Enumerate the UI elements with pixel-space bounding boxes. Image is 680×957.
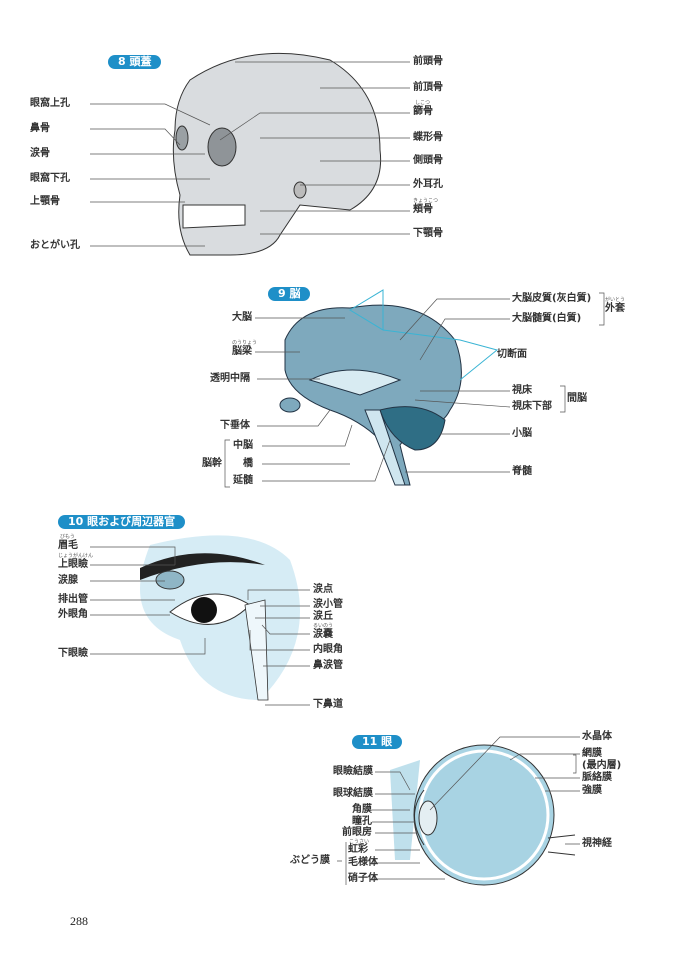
ruby-gaito: がいとう: [605, 297, 626, 303]
ruby-ruino: るいのう: [313, 623, 334, 629]
label-eyebrow: 眉毛: [58, 540, 78, 551]
brain-illustration: [279, 304, 462, 486]
label-pallium: 外套: [605, 303, 625, 314]
label-lens: 水晶体: [582, 731, 612, 742]
label-iris: 虹彩: [348, 844, 368, 855]
label-pupil: 瞳孔: [352, 816, 372, 827]
label-cerebral-cortex: 大脳皮質(灰白質): [512, 293, 592, 304]
label-excretory-duct: 排出管: [58, 594, 88, 605]
section-title-skull: 8 頭蓋: [108, 55, 162, 69]
label-lacrimal-punctum: 涙点: [313, 584, 333, 595]
label-medial-canthus: 内眼角: [313, 644, 343, 655]
label-innermost-layer: (最内層): [582, 760, 622, 771]
label-infraorbital-foramen: 眼窩下孔: [30, 173, 70, 184]
label-cerebrum: 大脳: [232, 312, 252, 323]
label-frontal-bone: 前頭骨: [413, 56, 443, 67]
label-pons: 橋: [243, 458, 253, 469]
label-ethmoid-bone: 篩骨: [413, 106, 433, 117]
label-inferior-meatus: 下鼻道: [313, 699, 343, 710]
label-nasal-bone: 鼻骨: [30, 123, 50, 134]
label-lacrimal-caruncle: 涙丘: [313, 611, 333, 622]
label-sphenoid-bone: 蝶形骨: [413, 132, 443, 143]
label-corpus-callosum: 脳梁: [232, 346, 252, 357]
label-midbrain: 中脳: [233, 440, 253, 451]
label-optic-nerve: 視神経: [582, 838, 612, 849]
label-temporal-bone: 側頭骨: [413, 155, 443, 166]
label-mandible: 下顎骨: [413, 228, 443, 239]
ruby-kosai: こうさい: [349, 839, 370, 845]
label-lacrimal-bone: 涙骨: [30, 148, 50, 159]
label-ciliary-body: 毛様体: [348, 857, 378, 868]
label-palpebral-conjunctiva: 眼瞼結膜: [333, 766, 373, 777]
label-mental-foramen: おとがい孔: [30, 240, 80, 251]
label-sclera: 強膜: [582, 785, 602, 796]
label-nasolacrimal-duct: 鼻涙管: [313, 660, 343, 671]
label-anterior-chamber: 前眼房: [342, 827, 372, 838]
section-title-eyeball: 11 眼: [352, 735, 403, 749]
label-brainstem: 脳幹: [202, 458, 222, 469]
label-upper-eyelid: 上眼瞼: [58, 559, 88, 570]
label-retina: 網膜: [582, 748, 602, 759]
label-cornea: 角膜: [352, 804, 372, 815]
label-medulla: 延髄: [233, 475, 253, 486]
ruby-jogan: じょうがんけん: [58, 553, 94, 559]
label-cut-surface: 切断面: [497, 349, 527, 360]
eyebrow: [140, 553, 265, 580]
section-title-brain: 9 脳: [268, 287, 311, 301]
label-diencephalon: 間脳: [567, 393, 587, 404]
label-cerebellum: 小脳: [512, 428, 532, 439]
label-bulbar-conjunctiva: 眼球結膜: [333, 788, 373, 799]
label-lower-eyelid: 下眼瞼: [58, 648, 88, 659]
label-choroid: 脈絡膜: [582, 772, 612, 783]
page-number: 288: [70, 914, 88, 928]
label-maxilla: 上顎骨: [30, 196, 60, 207]
label-lacrimal-gland: 涙腺: [58, 575, 78, 586]
label-septum-pellucidum: 透明中隔: [210, 373, 250, 384]
skull-illustration: [172, 52, 382, 256]
label-hypothalamus: 視床下部: [512, 401, 552, 412]
label-cerebral-medulla: 大脳髄質(白質): [512, 313, 582, 324]
lacrimal-gland: [155, 570, 185, 590]
label-zygomatic-bone: 頬骨: [413, 204, 433, 215]
label-supraorbital-foramen: 眼窩上孔: [30, 98, 70, 109]
label-parietal-bone: 前頂骨: [413, 82, 443, 93]
ruby-shikotsu: しこつ: [415, 100, 431, 106]
ruby-kyokotsu: きょうこつ: [413, 198, 439, 204]
label-spinal-cord: 脊髄: [512, 466, 532, 477]
label-lacrimal-sac: 涙嚢: [313, 629, 333, 640]
label-lacrimal-canaliculus: 涙小管: [313, 599, 343, 610]
label-external-acoustic-meatus: 外耳孔: [413, 179, 443, 190]
label-thalamus: 視床: [512, 385, 532, 396]
eyeball-illustration: [390, 744, 576, 886]
label-lateral-canthus: 外眼角: [58, 609, 88, 620]
section-title-eye-area: 10 眼および周辺器官: [58, 515, 186, 529]
label-uvea: ぶどう膜: [290, 855, 330, 866]
ruby-bimo: びもう: [60, 534, 75, 540]
iris: [191, 597, 217, 623]
label-pituitary: 下垂体: [220, 420, 250, 431]
ruby-noryo: のうりょう: [232, 340, 258, 346]
label-vitreous-body: 硝子体: [348, 873, 378, 884]
